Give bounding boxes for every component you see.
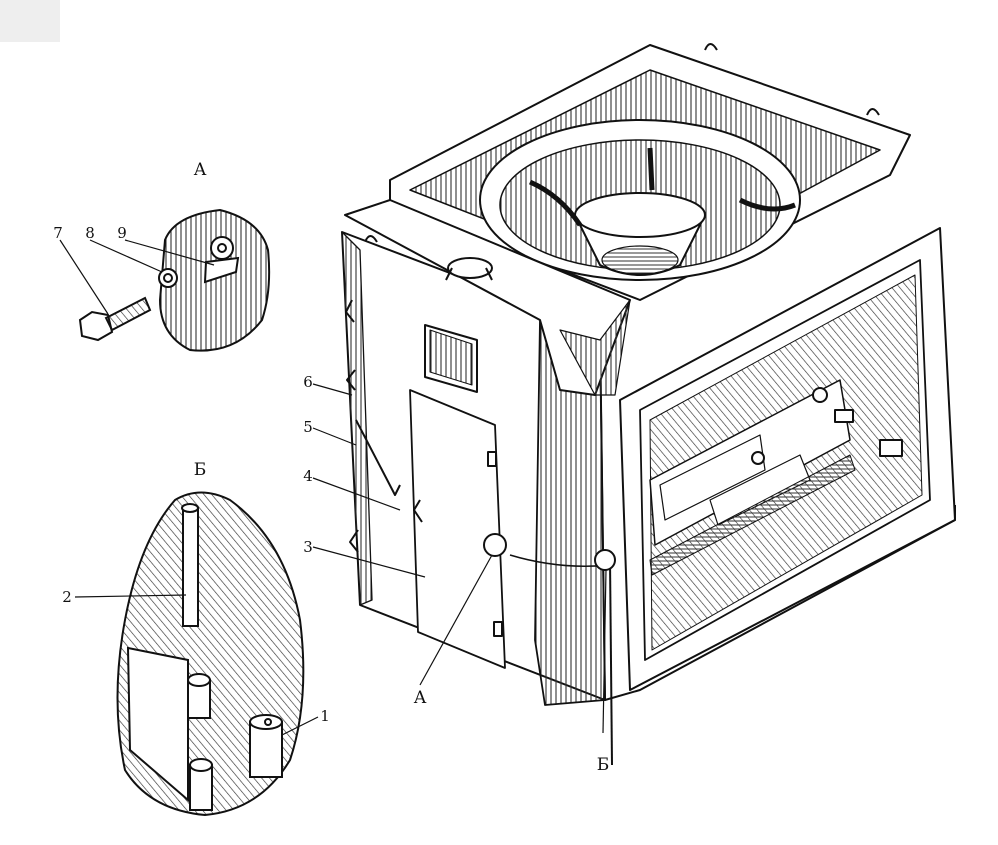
leader-a [419, 554, 493, 686]
callout-9: 9 [117, 224, 127, 242]
leader-6 [312, 383, 353, 396]
leader-8 [89, 239, 163, 273]
leader-b [602, 569, 607, 734]
callout-6: 6 [303, 373, 313, 391]
detail-a-drawing [78, 208, 271, 352]
leader-5 [312, 427, 357, 446]
pointer-b-label: Б [596, 755, 610, 775]
callout-1: 1 [320, 707, 330, 725]
detail-b-title: Б [193, 460, 207, 480]
leader-7 [59, 239, 109, 315]
callout-8: 8 [85, 224, 95, 242]
leader-4 [312, 477, 401, 511]
callout-7: 7 [53, 224, 63, 242]
corner-marker [0, 0, 60, 42]
callout-5: 5 [303, 418, 313, 436]
leader-lines [59, 239, 607, 736]
detail-b-drawing [116, 491, 305, 817]
callout-2: 2 [62, 588, 72, 606]
pointer-a-label: А [413, 688, 427, 708]
leader-9 [124, 239, 215, 266]
leader-2 [74, 594, 187, 598]
callout-3: 3 [303, 538, 313, 556]
leader-1 [281, 716, 319, 736]
detail-a-title: А [193, 160, 207, 180]
callout-4: 4 [303, 467, 313, 485]
leader-3 [312, 546, 426, 578]
cabinet-body [341, 43, 956, 766]
